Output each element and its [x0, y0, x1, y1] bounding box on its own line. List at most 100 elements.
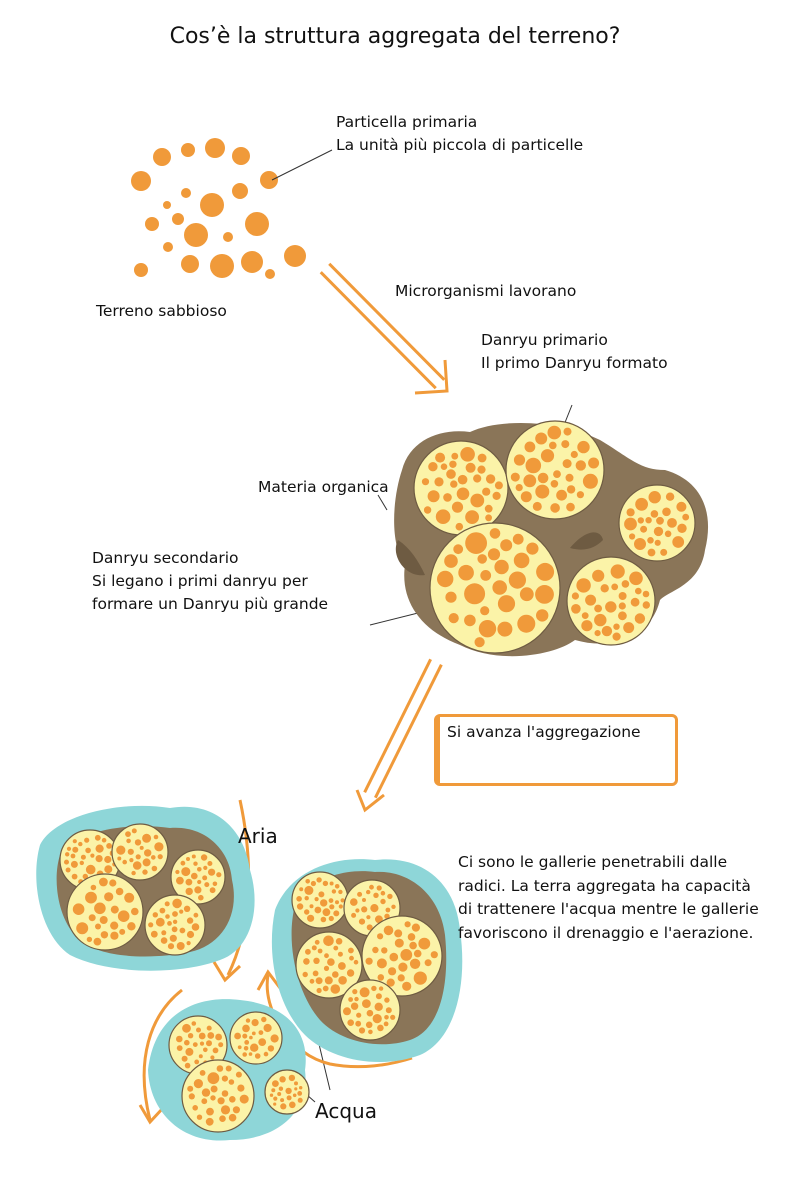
primary-danryu: [264, 1069, 310, 1115]
particle: [215, 1033, 223, 1041]
particle: [184, 1062, 191, 1069]
particle: [375, 993, 382, 1000]
particle: [365, 1021, 373, 1029]
particle: [497, 595, 516, 613]
particle: [335, 900, 339, 905]
particle: [563, 427, 572, 436]
particle: [630, 597, 640, 607]
particle: [409, 958, 421, 969]
particle: [212, 1047, 219, 1054]
particle: [228, 1079, 235, 1085]
particle: [411, 923, 420, 932]
primary-particle: [163, 242, 173, 252]
particle: [355, 1020, 362, 1027]
particle: [95, 844, 104, 853]
particle: [428, 462, 438, 472]
particle: [611, 583, 619, 591]
particle: [191, 872, 198, 880]
particle: [124, 892, 135, 903]
particle: [72, 846, 79, 853]
particle: [553, 470, 561, 478]
particle: [90, 853, 95, 858]
particle: [378, 986, 384, 991]
particle: [404, 921, 411, 928]
primary-particle: [153, 148, 171, 166]
particle: [642, 590, 650, 598]
particle: [376, 885, 382, 891]
particle: [594, 613, 607, 627]
particle: [383, 925, 394, 936]
particle: [648, 491, 661, 504]
particle: [635, 587, 642, 595]
primary-particle: [265, 269, 275, 279]
particle: [155, 917, 165, 927]
particle: [70, 860, 78, 868]
particle: [142, 833, 152, 843]
particle: [278, 1086, 284, 1091]
particle: [263, 1023, 272, 1033]
particle: [315, 977, 323, 985]
particle: [313, 957, 320, 964]
particle: [566, 502, 575, 512]
particle: [206, 1025, 212, 1031]
particle: [389, 952, 399, 962]
particle: [327, 958, 335, 966]
particle: [328, 915, 334, 922]
particle: [383, 1021, 389, 1027]
particle: [484, 504, 493, 513]
primary-particle: [245, 212, 269, 236]
particle: [377, 974, 385, 981]
particle: [535, 585, 554, 604]
particle: [206, 1040, 212, 1047]
particle: [72, 903, 85, 915]
particle: [465, 462, 476, 473]
particle: [357, 891, 363, 897]
primary-danryu: [111, 823, 169, 881]
particle: [421, 478, 430, 486]
particle: [477, 465, 486, 474]
leader-line: [377, 494, 388, 511]
primary-danryu: [144, 894, 206, 956]
particle: [478, 620, 497, 638]
particle: [134, 839, 142, 846]
particle: [664, 530, 672, 538]
particle: [613, 623, 620, 630]
particle: [676, 501, 687, 512]
particle: [565, 473, 574, 482]
particle: [576, 578, 591, 593]
particle: [110, 931, 119, 940]
arrow-head: [212, 961, 242, 983]
particle: [480, 570, 492, 581]
particle: [335, 938, 343, 945]
primary-particle: [232, 147, 250, 165]
particle: [234, 1032, 242, 1040]
particle: [94, 902, 106, 915]
particle: [605, 601, 617, 613]
primary-danryu: [229, 1011, 283, 1065]
particle: [314, 939, 320, 945]
particle: [338, 976, 347, 985]
primary-danryu: [361, 915, 443, 997]
particle: [122, 859, 127, 865]
particle: [322, 985, 329, 992]
particle: [161, 930, 167, 936]
particle: [219, 1115, 226, 1122]
particle: [191, 1021, 197, 1026]
particle: [348, 947, 354, 954]
particle: [585, 594, 597, 606]
particle: [456, 487, 470, 501]
particle: [228, 1113, 237, 1122]
primary-particle: [210, 254, 234, 278]
particle: [279, 1076, 286, 1083]
particle: [594, 604, 602, 613]
particle: [354, 996, 359, 1002]
particle: [331, 889, 337, 894]
particle: [106, 843, 112, 849]
particle: [261, 1016, 267, 1023]
primary-particle: [223, 232, 233, 242]
particle: [277, 1092, 282, 1096]
particle: [355, 908, 360, 913]
particle: [523, 474, 537, 488]
primary-particle: [232, 183, 248, 199]
particle: [191, 923, 200, 931]
